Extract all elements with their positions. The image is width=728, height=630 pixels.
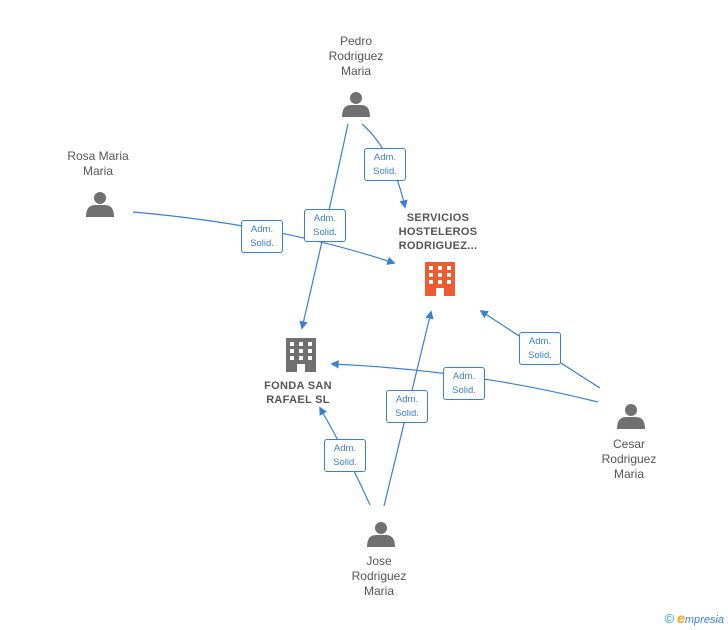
edge-badge-jose-servicios: Adm. Solid. — [386, 390, 428, 423]
brand-name: mpresia — [684, 614, 724, 626]
brand-logo-e: e — [677, 610, 685, 626]
edge-badge-jose-fonda: Adm. Solid. — [324, 439, 366, 472]
person-icon[interactable] — [342, 92, 370, 117]
person-label-cesar: Cesar Rodriguez Maria — [601, 437, 657, 481]
brand-footer: ©empresia — [664, 610, 724, 626]
edge-badge-pedro-fonda: Adm. Solid. — [304, 209, 346, 242]
edge-badge-pedro-servicios: Adm. Solid. — [364, 148, 406, 181]
building-icon[interactable] — [425, 262, 455, 296]
person-icon[interactable] — [617, 404, 645, 429]
person-label-rosa: Rosa Maria Maria — [67, 149, 129, 178]
person-label-jose: Jose Rodriguez Maria — [351, 554, 407, 598]
person-icon[interactable] — [367, 522, 395, 547]
person-icon[interactable] — [86, 192, 114, 217]
person-label-pedro: Pedro Rodriguez Maria — [328, 34, 384, 78]
copyright-icon: © — [664, 611, 675, 626]
company-label-fonda[interactable]: FONDA SAN RAFAEL SL — [264, 380, 332, 406]
edge-badge-cesar-fonda: Adm. Solid. — [443, 367, 485, 400]
edge-badge-cesar-servicios: Adm. Solid. — [519, 332, 561, 365]
building-icon[interactable] — [286, 338, 316, 372]
edge-badge-rosa-servicios: Adm. Solid. — [241, 220, 283, 253]
company-label-servicios[interactable]: SERVICIOS HOSTELEROS RODRIGUEZ... — [398, 212, 478, 252]
